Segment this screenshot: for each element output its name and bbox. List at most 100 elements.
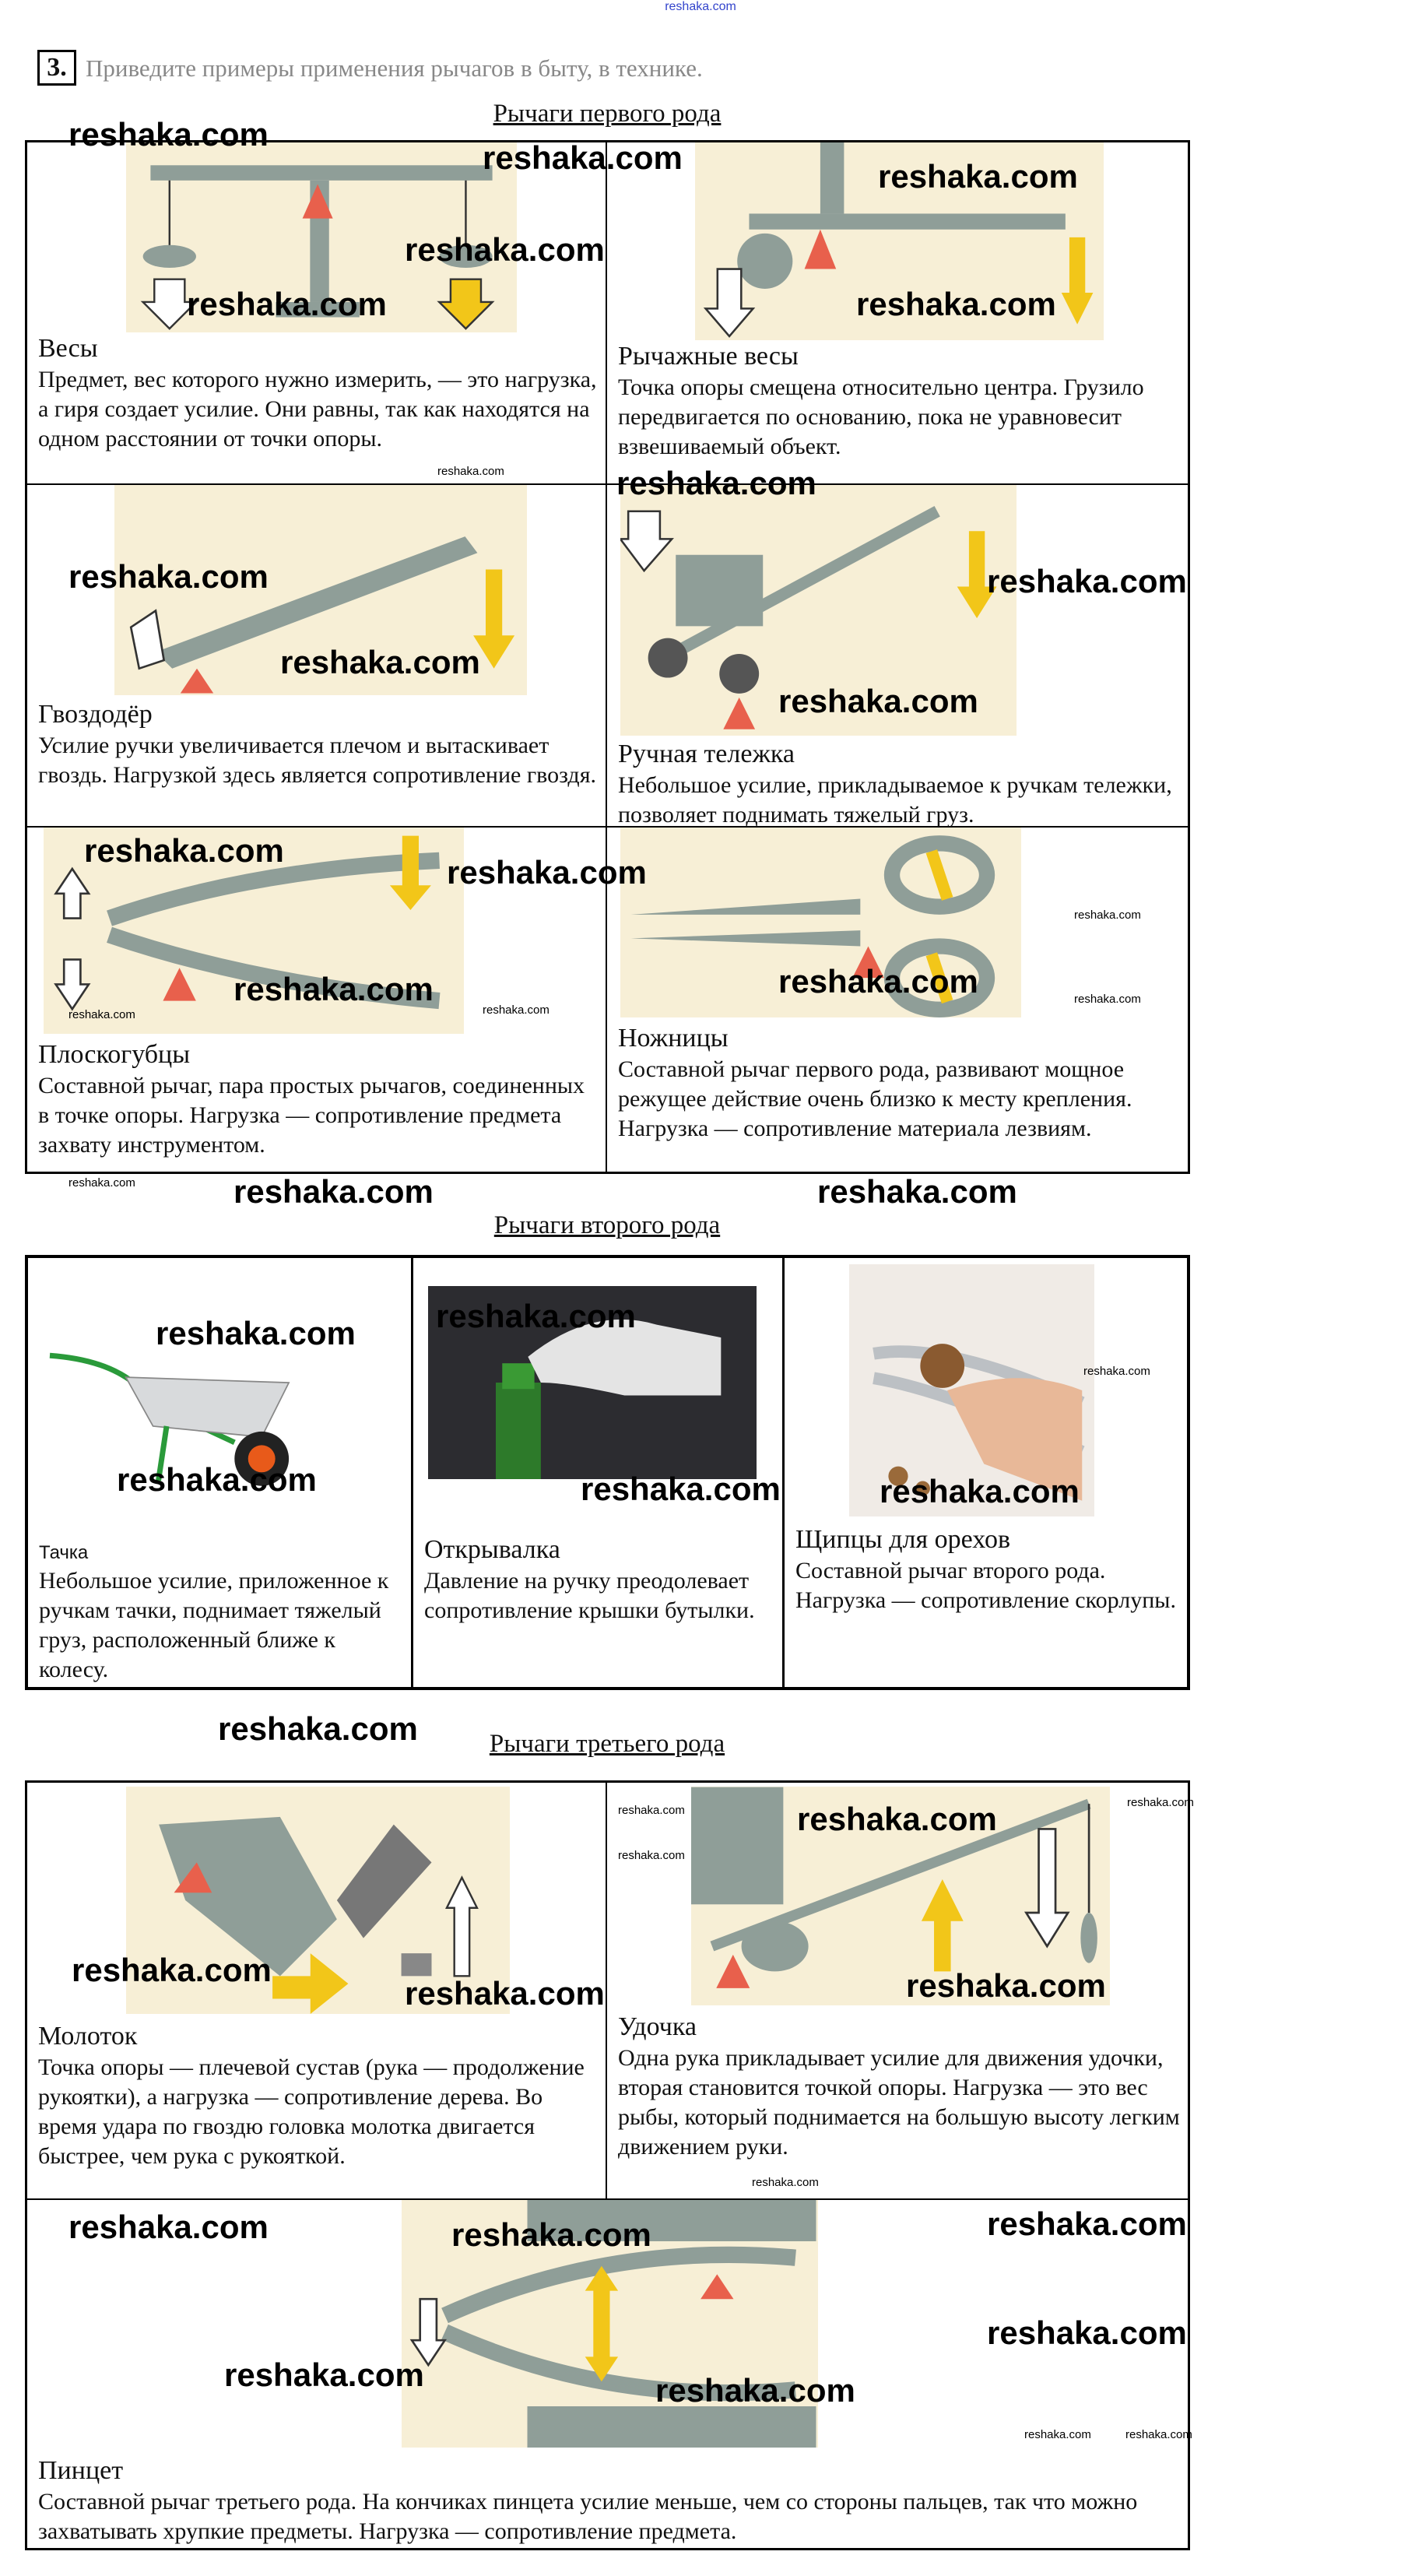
watermark: reshaka.com — [224, 2356, 424, 2393]
watermark: reshaka.com — [581, 1471, 781, 1507]
card-text: Небольшое усилие, прикладываемое к ручка… — [618, 772, 1172, 828]
card-title: Весы — [38, 334, 98, 363]
section-title-first-class: Рычаги первого рода — [493, 100, 722, 128]
watermark: reshaka.com — [797, 1801, 997, 1837]
tweezers-illustration — [402, 2200, 818, 2448]
card-text: Составной рычаг первого рода, развивают … — [618, 1056, 1132, 1141]
watermark: reshaka.com — [68, 558, 269, 595]
watermark: reshaka.com — [447, 854, 647, 891]
watermark: reshaka.com — [84, 832, 284, 869]
wheelbarrow-image — [44, 1322, 316, 1503]
watermark: reshaka.com — [234, 1173, 434, 1210]
watermark: reshaka.com — [987, 563, 1187, 599]
watermark-small: reshaka.com — [618, 1804, 685, 1817]
watermark: reshaka.com — [405, 231, 605, 268]
watermark-small: reshaka.com — [1127, 1796, 1194, 1809]
card-text: Составной рычаг, пара простых рычагов, с… — [38, 1073, 585, 1158]
card-title: Открывалка — [424, 1535, 560, 1564]
watermark: reshaka.com — [483, 139, 683, 176]
card-text: Предмет, вес которого нужно измерить, — … — [38, 367, 597, 452]
card-title: Пинцет — [38, 2456, 124, 2485]
watermark: reshaka.com — [234, 971, 434, 1007]
watermark-small: reshaka.com — [483, 1003, 550, 1017]
lever-scales-illustration — [695, 142, 1104, 340]
watermark: reshaka.com — [655, 2372, 855, 2409]
watermark: reshaka.com — [451, 2216, 651, 2253]
bottle-opener-photo — [428, 1286, 757, 1479]
question-number: 3. — [37, 50, 76, 86]
watermark: reshaka.com — [218, 1710, 418, 1747]
watermark: reshaka.com — [856, 286, 1056, 322]
card-title: Плоскогубцы — [38, 1040, 191, 1069]
watermark: reshaka.com — [778, 963, 978, 1000]
card-title: Молоток — [38, 2022, 138, 2051]
card-title: Гвоздодёр — [38, 700, 153, 729]
watermark-small: reshaka.com — [618, 1849, 685, 1862]
watermark: reshaka.com — [280, 644, 480, 680]
watermark: reshaka.com — [68, 2209, 269, 2245]
nail-puller-illustration — [114, 485, 527, 695]
watermark: reshaka.com — [616, 465, 816, 501]
card-text: Одна рука прикладывает усилие для движен… — [618, 2045, 1180, 2160]
watermark-small: reshaka.com — [1083, 1365, 1150, 1378]
pliers-illustration — [44, 828, 464, 1034]
watermark-small: reshaka.com — [1074, 908, 1141, 922]
watermark: reshaka.com — [117, 1461, 317, 1498]
section-title-second-class: Рычаги второго рода — [493, 1211, 721, 1239]
hand-truck-illustration — [620, 485, 1017, 736]
watermark-small: reshaka.com — [1125, 2428, 1192, 2441]
card-text: Давление на ручку преодолевает сопротивл… — [424, 1568, 755, 1623]
question-text: Приведите примеры применения рычагов в б… — [86, 54, 703, 82]
fishing-rod-illustration — [691, 1787, 1110, 2005]
watermark: reshaka.com — [778, 683, 978, 719]
top-link[interactable]: reshaka.com — [665, 0, 736, 13]
watermark: reshaka.com — [817, 1173, 1017, 1210]
watermark-small: reshaka.com — [1074, 993, 1141, 1006]
scales-illustration — [126, 142, 517, 332]
watermark: reshaka.com — [156, 1315, 356, 1351]
card-text: Составной рычаг третьего рода. На кончик… — [38, 2489, 1138, 2544]
watermark: reshaka.com — [906, 1967, 1106, 2004]
card-text: Усилие ручки увеличивается плечом и выта… — [38, 733, 596, 788]
watermark: reshaka.com — [72, 1952, 272, 1988]
watermark-small: reshaka.com — [752, 2176, 819, 2189]
card-text: Небольшое усилие, приложенное к ручкам т… — [39, 1568, 389, 1682]
card-title: Ножницы — [618, 1024, 729, 1053]
watermark: reshaka.com — [187, 286, 387, 322]
card-title: Ручная тележка — [618, 740, 795, 768]
watermark: reshaka.com — [405, 1975, 605, 2012]
watermark-small: reshaka.com — [437, 465, 504, 478]
watermark-small: reshaka.com — [68, 1008, 135, 1021]
scissors-illustration — [620, 828, 1021, 1017]
hammer-illustration — [126, 1787, 510, 2014]
watermark: reshaka.com — [880, 1473, 1080, 1509]
section-title-third-class: Рычаги третьего рода — [489, 1730, 725, 1758]
watermark: reshaka.com — [68, 116, 269, 153]
card-text: Точка опоры смещена относительно центра.… — [618, 374, 1144, 459]
watermark: reshaka.com — [436, 1298, 636, 1334]
watermark-small: reshaka.com — [68, 1176, 135, 1190]
card-title: Щипцы для орехов — [795, 1525, 1011, 1554]
card-text: Точка опоры — плечевой сустав (рука — пр… — [38, 2054, 585, 2169]
card-title: Тачка — [39, 1542, 89, 1563]
watermark: reshaka.com — [987, 2205, 1187, 2242]
watermark-small: reshaka.com — [1024, 2428, 1091, 2441]
watermark: reshaka.com — [987, 2314, 1187, 2351]
nutcracker-photo — [849, 1264, 1094, 1516]
card-title: Рычажные весы — [618, 342, 799, 371]
